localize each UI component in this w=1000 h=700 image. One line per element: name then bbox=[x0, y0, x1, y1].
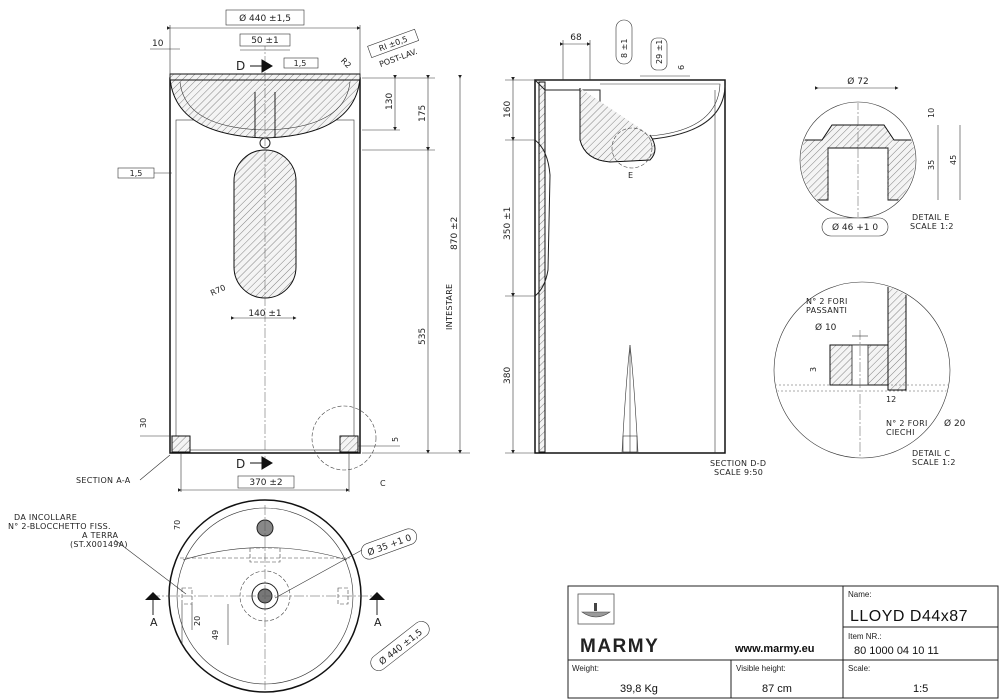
dim-870: 870 ±2 bbox=[450, 217, 460, 250]
plan-view: A A DA INCOLLARE N° 2-BLOCCHETTO FISS. A… bbox=[8, 499, 430, 693]
plan-dim-20: 20 bbox=[193, 616, 202, 626]
section-d-bottom: D bbox=[236, 457, 245, 471]
dim-6: 6 bbox=[677, 65, 686, 70]
dim-370: 370 ±2 bbox=[249, 478, 282, 488]
side-view: E 68 8 ±1 29 ±1 6 160 350 ±1 380 SECTION… bbox=[503, 19, 766, 477]
plan-dim-440: Ø 440 ±1,5 bbox=[377, 627, 425, 668]
basin-logo-icon bbox=[577, 593, 615, 625]
brand-logo: MARMY bbox=[580, 636, 659, 657]
detail-c-marker-circle bbox=[311, 405, 377, 471]
dim-edge-10: 10 bbox=[152, 39, 164, 49]
dim-350: 350 ±1 bbox=[503, 207, 513, 240]
section-dd-scale: SCALE 9:50 bbox=[714, 468, 763, 477]
plan-dim-49: 49 bbox=[211, 630, 220, 640]
detail-c-blind-2: CIECHI bbox=[886, 428, 915, 437]
scale-value: 1:5 bbox=[913, 683, 928, 695]
foot-right bbox=[339, 435, 359, 453]
detail-c-through-1: N° 2 FORI bbox=[806, 297, 848, 306]
detail-c-title: DETAIL C bbox=[912, 449, 950, 458]
detail-c-scale: SCALE 1:2 bbox=[912, 458, 956, 467]
detail-c-dim-20: Ø 20 bbox=[944, 418, 966, 429]
visible-height-value: 87 cm bbox=[762, 683, 792, 695]
dim-160: 160 bbox=[503, 101, 513, 118]
detail-e-title: DETAIL E bbox=[912, 213, 950, 222]
detail-e: Ø 72 10 35 45 Ø 46 +1 0 DETAIL E SCALE 1… bbox=[799, 76, 961, 237]
label-intestare: INTESTARE bbox=[445, 284, 454, 330]
detail-e-dim-72: Ø 72 bbox=[847, 76, 868, 87]
section-aa-label: SECTION A-A bbox=[76, 476, 131, 485]
dim-68: 68 bbox=[570, 33, 582, 43]
detail-c-dim-12: 12 bbox=[886, 395, 896, 404]
item-label: Item NR.: bbox=[848, 632, 882, 641]
dim-overall-diameter: Ø 440 ±1,5 bbox=[239, 13, 291, 24]
tolerance-frame-top: 1,5 bbox=[294, 59, 307, 68]
dim-535: 535 bbox=[418, 328, 428, 345]
section-dd-title: SECTION D-D bbox=[710, 459, 766, 468]
item-value: 80 1000 04 10 11 bbox=[854, 645, 939, 657]
plan-note-line-1: DA INCOLLARE bbox=[14, 513, 77, 522]
detail-e-dim-10: 10 bbox=[927, 108, 936, 118]
name-value: LLOYD D44x87 bbox=[850, 608, 968, 625]
dim-8: 8 ±1 bbox=[620, 39, 629, 58]
dim-r70: R70 bbox=[209, 283, 227, 298]
detail-c-dim-3: 3 bbox=[809, 367, 818, 372]
detail-e-dim-35: 35 bbox=[927, 160, 936, 170]
plan-note-line-3: A TERRA bbox=[82, 531, 119, 540]
detail-c: N° 2 FORI PASSANTI Ø 10 3 12 N° 2 FORI C… bbox=[773, 281, 966, 467]
visible-height-label: Visible height: bbox=[736, 664, 786, 673]
dim-30: 30 bbox=[139, 418, 148, 428]
detail-e-dim-45: 45 bbox=[949, 155, 958, 165]
dim-130: 130 bbox=[385, 93, 395, 110]
front-view: Ø 440 ±1,5 10 50 ±1 D 1,5 RI ±0,5 POST-L… bbox=[76, 9, 470, 492]
detail-e-dim-46: Ø 46 +1 0 bbox=[832, 222, 878, 233]
dim-29: 29 ±1 bbox=[655, 39, 664, 64]
dim-140: 140 ±1 bbox=[248, 309, 281, 319]
detail-c-blind-1: N° 2 FORI bbox=[886, 419, 928, 428]
plan-note-line-2: N° 2-BLOCCHETTO FISS. bbox=[8, 522, 111, 531]
detail-e-marker: E bbox=[628, 171, 633, 180]
section-d-top: D bbox=[236, 59, 245, 73]
weight-label: Weight: bbox=[572, 664, 599, 673]
detail-c-marker: C bbox=[380, 479, 386, 488]
side-basin-section bbox=[579, 88, 656, 163]
foot-left bbox=[171, 435, 191, 453]
plan-section-a-right: A bbox=[374, 616, 382, 629]
dim-175: 175 bbox=[418, 105, 428, 122]
website: www.marmy.eu bbox=[734, 643, 814, 655]
detail-c-dim-10: Ø 10 bbox=[815, 322, 837, 333]
dim-380: 380 bbox=[503, 367, 513, 384]
title-block: MARMY www.marmy.eu Name: LLOYD D44x87 It… bbox=[567, 585, 999, 699]
plan-note-line-4: (ST.X00149A) bbox=[70, 540, 128, 549]
plan-section-a-left: A bbox=[150, 616, 158, 629]
detail-e-marker-circle bbox=[611, 127, 653, 169]
dim-5: 5 bbox=[391, 437, 400, 442]
name-label: Name: bbox=[848, 590, 872, 599]
dim-r2: R2 bbox=[339, 56, 353, 70]
tolerance-frame-left: 1,5 bbox=[130, 169, 143, 178]
plan-dim-70: 70 bbox=[173, 520, 182, 530]
detail-e-scale: SCALE 1:2 bbox=[910, 222, 954, 231]
detail-c-through-2: PASSANTI bbox=[806, 306, 847, 315]
scale-label: Scale: bbox=[848, 664, 870, 673]
weight-value: 39,8 Kg bbox=[620, 683, 658, 695]
dim-drain-50: 50 ±1 bbox=[251, 36, 279, 46]
